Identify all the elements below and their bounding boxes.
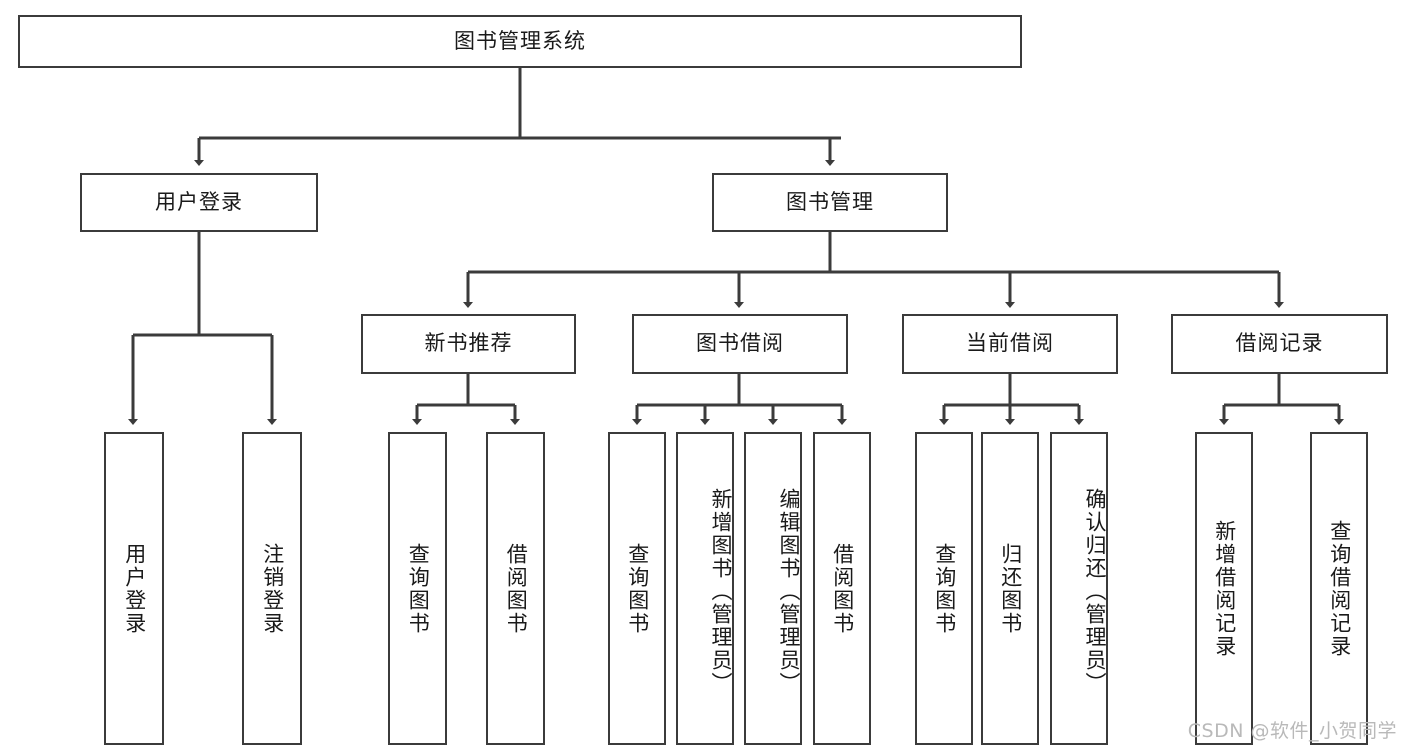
- node-label: 用户登录: [155, 189, 243, 214]
- node-label: 新书推荐: [424, 331, 513, 356]
- node-new-book-recommend[interactable]: 新书推荐: [361, 314, 576, 374]
- node-label: 图书管理: [786, 189, 874, 214]
- leaf-query-book-borrow[interactable]: 查询图书: [608, 432, 666, 745]
- node-label: 用户登录: [122, 542, 147, 635]
- node-label: 借阅图书: [830, 542, 855, 635]
- leaf-query-book-current[interactable]: 查询图书: [915, 432, 973, 745]
- leaf-user-login[interactable]: 用户登录: [104, 432, 164, 745]
- node-label: 查询借阅记录: [1327, 519, 1352, 658]
- node-label: 注销登录: [260, 542, 285, 635]
- node-label: 当前借阅: [966, 331, 1054, 356]
- node-book-borrow[interactable]: 图书借阅: [632, 314, 848, 374]
- node-label: 新增借阅记录: [1212, 519, 1237, 658]
- node-label: 借阅图书: [504, 542, 529, 635]
- node-label: 归还图书: [998, 542, 1023, 635]
- node-book-management[interactable]: 图书管理: [712, 173, 948, 232]
- node-user-login[interactable]: 用户登录: [80, 173, 318, 232]
- node-label: 借阅记录: [1235, 331, 1324, 356]
- node-label: 查询图书: [625, 542, 650, 635]
- node-borrow-record[interactable]: 借阅记录: [1171, 314, 1388, 374]
- leaf-edit-book-admin[interactable]: 编辑图书（管理员）: [744, 432, 802, 745]
- leaf-borrow-book[interactable]: 借阅图书: [813, 432, 871, 745]
- node-label: 图书借阅: [696, 331, 784, 356]
- leaf-borrow-book-recommend[interactable]: 借阅图书: [486, 432, 545, 745]
- watermark-text: CSDN @软件_小贺同学: [1187, 720, 1397, 742]
- leaf-return-book[interactable]: 归还图书: [981, 432, 1039, 745]
- node-label: 新增图书（管理员）: [709, 488, 733, 695]
- leaf-logout-login[interactable]: 注销登录: [242, 432, 302, 745]
- leaf-query-borrow-record[interactable]: 查询借阅记录: [1310, 432, 1368, 745]
- node-label: 查询图书: [406, 542, 431, 635]
- leaf-add-borrow-record[interactable]: 新增借阅记录: [1195, 432, 1253, 745]
- node-current-borrow[interactable]: 当前借阅: [902, 314, 1118, 374]
- leaf-query-book-recommend[interactable]: 查询图书: [388, 432, 447, 745]
- node-label: 查询图书: [932, 542, 957, 635]
- leaf-add-book-admin[interactable]: 新增图书（管理员）: [676, 432, 734, 745]
- node-label: 图书管理系统: [454, 28, 586, 53]
- node-root-system[interactable]: 图书管理系统: [18, 15, 1022, 68]
- leaf-confirm-return-admin[interactable]: 确认归还（管理员）: [1050, 432, 1108, 745]
- node-label: 确认归还（管理员）: [1083, 488, 1107, 695]
- node-label: 编辑图书（管理员）: [777, 488, 801, 695]
